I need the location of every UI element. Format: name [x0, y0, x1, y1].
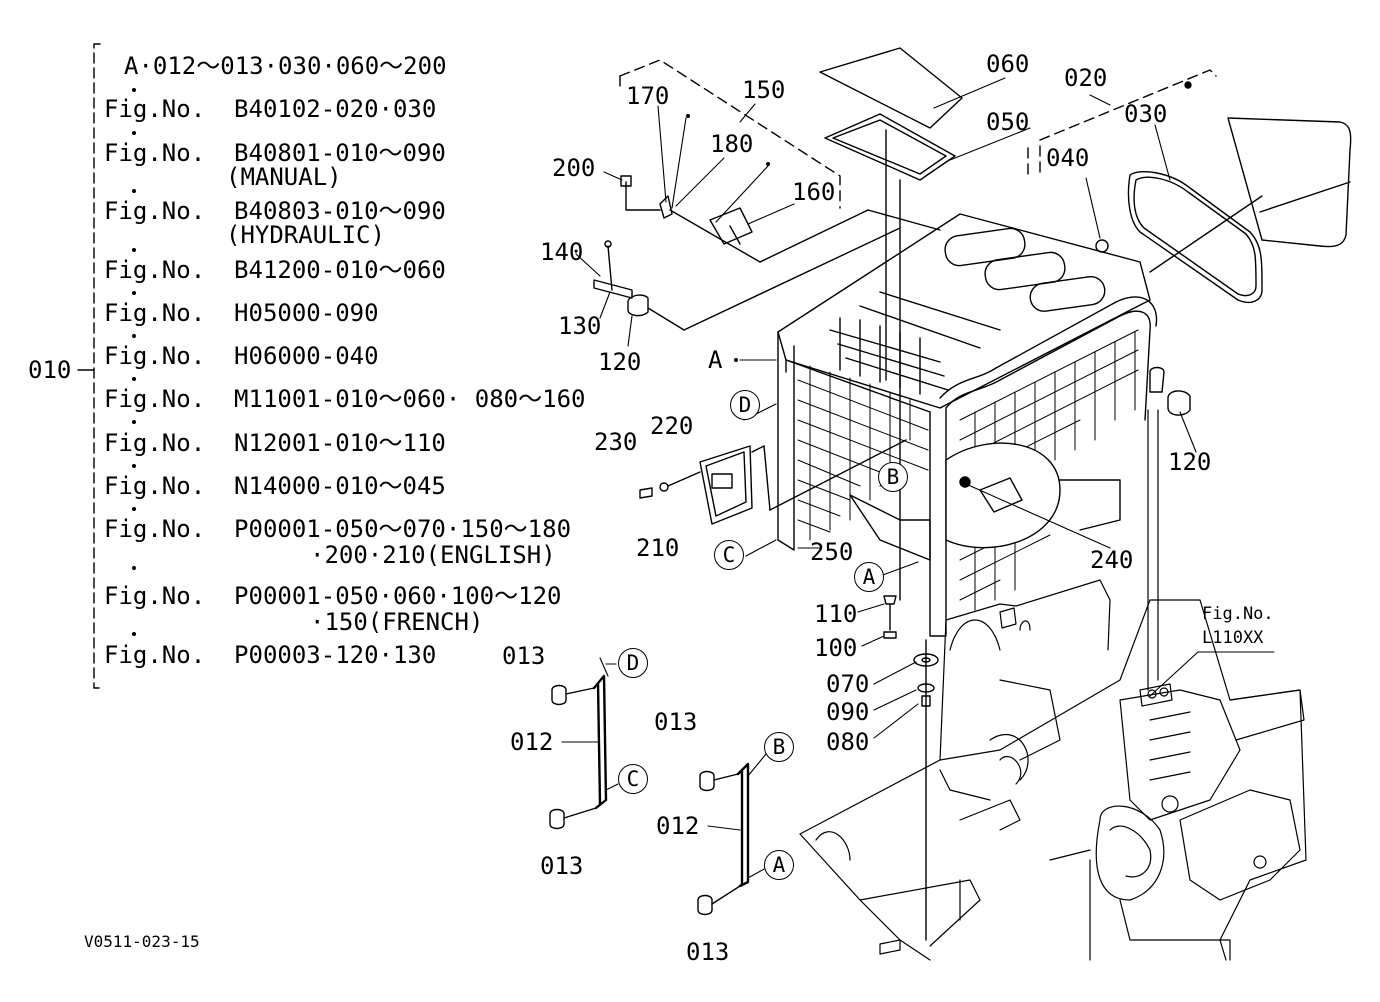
callout-D: D [730, 390, 760, 420]
reference-line: Fig.No. N12001-010〜110 [104, 429, 446, 457]
reference-line: Fig.No. B40801-010〜090 [104, 139, 446, 167]
part-label-020: 020 [1064, 64, 1108, 92]
marker-dot [132, 291, 136, 295]
part-label-140: 140 [540, 238, 584, 266]
marker-dot [132, 189, 136, 193]
part-label-060: 060 [986, 50, 1030, 78]
reference-line: Fig.No. P00001-050〜070·150〜180 [104, 515, 572, 543]
hardware-mid-left [639, 439, 907, 525]
part-label-180: 180 [710, 130, 754, 158]
marker-dot [132, 377, 136, 381]
marker-dot [132, 632, 136, 636]
reference-line-continuation: ·200·210(ENGLISH) [310, 541, 556, 569]
marker-dot [1186, 82, 1190, 86]
fig-reference-label: Fig.No. [1202, 604, 1274, 624]
reference-line: Fig.No. P00003-120·130 [104, 641, 437, 669]
drawing-code: V0511-023-15 [84, 932, 200, 951]
callout-A: A [764, 850, 794, 880]
reference-line: Fig.No. P00001-050·060·100〜120 [104, 582, 562, 610]
callout-C: C [618, 764, 648, 794]
reference-line-continuation: ·150(FRENCH) [310, 608, 484, 636]
marker-dot [132, 420, 136, 424]
part-label-160: 160 [792, 178, 836, 206]
marker-dot [132, 464, 136, 468]
handrail-lower [736, 762, 750, 888]
part-label-130: 130 [558, 312, 602, 340]
reference-line: Fig.No. B40102-020·030 [104, 95, 437, 123]
marker-dot [132, 507, 136, 511]
part-label-013: 013 [654, 708, 698, 736]
part-label-210: 210 [636, 534, 680, 562]
reference-line-continuation: (MANUAL) [226, 163, 342, 191]
marker-dot [132, 88, 136, 92]
leader-lines [561, 77, 1275, 879]
marker-dot [686, 114, 690, 118]
part-label-230: 230 [594, 428, 638, 456]
fig-reference-number: L110XX [1202, 628, 1264, 648]
part-label-012: 012 [656, 812, 700, 840]
hardware-bottom-center [883, 595, 939, 941]
reference-line: Fig.No. H06000-040 [104, 342, 379, 370]
marker-dot [132, 248, 136, 252]
group-boundaries [619, 59, 1217, 209]
part-label-050: 050 [986, 108, 1030, 136]
callout-B: B [878, 462, 908, 492]
grommets [549, 684, 741, 916]
part-label-100: 100 [814, 634, 858, 662]
reference-line: Fig.No. B40803-010〜090 [104, 197, 446, 225]
part-label-110: 110 [814, 600, 858, 628]
part-label-040: 040 [1046, 144, 1090, 172]
part-label-220: 220 [650, 412, 694, 440]
part-label-A: A [708, 346, 723, 374]
assembly-number: 010 [28, 356, 72, 384]
callout-B: B [764, 732, 794, 762]
side-panel-240 [945, 442, 1061, 549]
callout-C: C [714, 540, 744, 570]
part-label-150: 150 [742, 76, 786, 104]
reference-line-continuation: (HYDRAULIC) [226, 221, 385, 249]
reference-line: Fig.No. M11001-010〜060· 080〜160 [104, 385, 586, 413]
part-label-250: 250 [810, 538, 854, 566]
reference-line: Fig.No. B41200-010〜060 [104, 256, 446, 284]
callout-D: D [618, 648, 648, 678]
roof-window-060 [819, 47, 963, 601]
marker-dot [734, 358, 738, 362]
reference-list-bracket [77, 43, 101, 689]
part-label-013: 013 [540, 852, 584, 880]
handrail-upper [592, 674, 608, 810]
reference-line: Fig.No. N14000-010〜045 [104, 472, 446, 500]
part-label-080: 080 [826, 728, 870, 756]
part-label-200: 200 [552, 154, 596, 182]
reference-line-a: A·012〜013·030·060〜200 [124, 52, 447, 80]
part-label-120: 120 [598, 348, 642, 376]
part-label-012: 012 [510, 728, 554, 756]
marker-dot [132, 566, 136, 570]
callout-A: A [854, 562, 884, 592]
marker-dot [132, 334, 136, 338]
part-label-013: 013 [686, 938, 730, 966]
hardware-top-left [593, 175, 1191, 416]
marker-dot [132, 131, 136, 135]
part-label-120: 120 [1168, 448, 1212, 476]
marker-dot [766, 162, 770, 166]
part-label-090: 090 [826, 698, 870, 726]
part-label-240: 240 [1090, 546, 1134, 574]
part-label-030: 030 [1124, 100, 1168, 128]
part-label-170: 170 [626, 82, 670, 110]
part-label-070: 070 [826, 670, 870, 698]
part-label-013: 013 [502, 642, 546, 670]
chassis-body [799, 409, 1307, 961]
reference-line: Fig.No. H05000-090 [104, 299, 379, 327]
